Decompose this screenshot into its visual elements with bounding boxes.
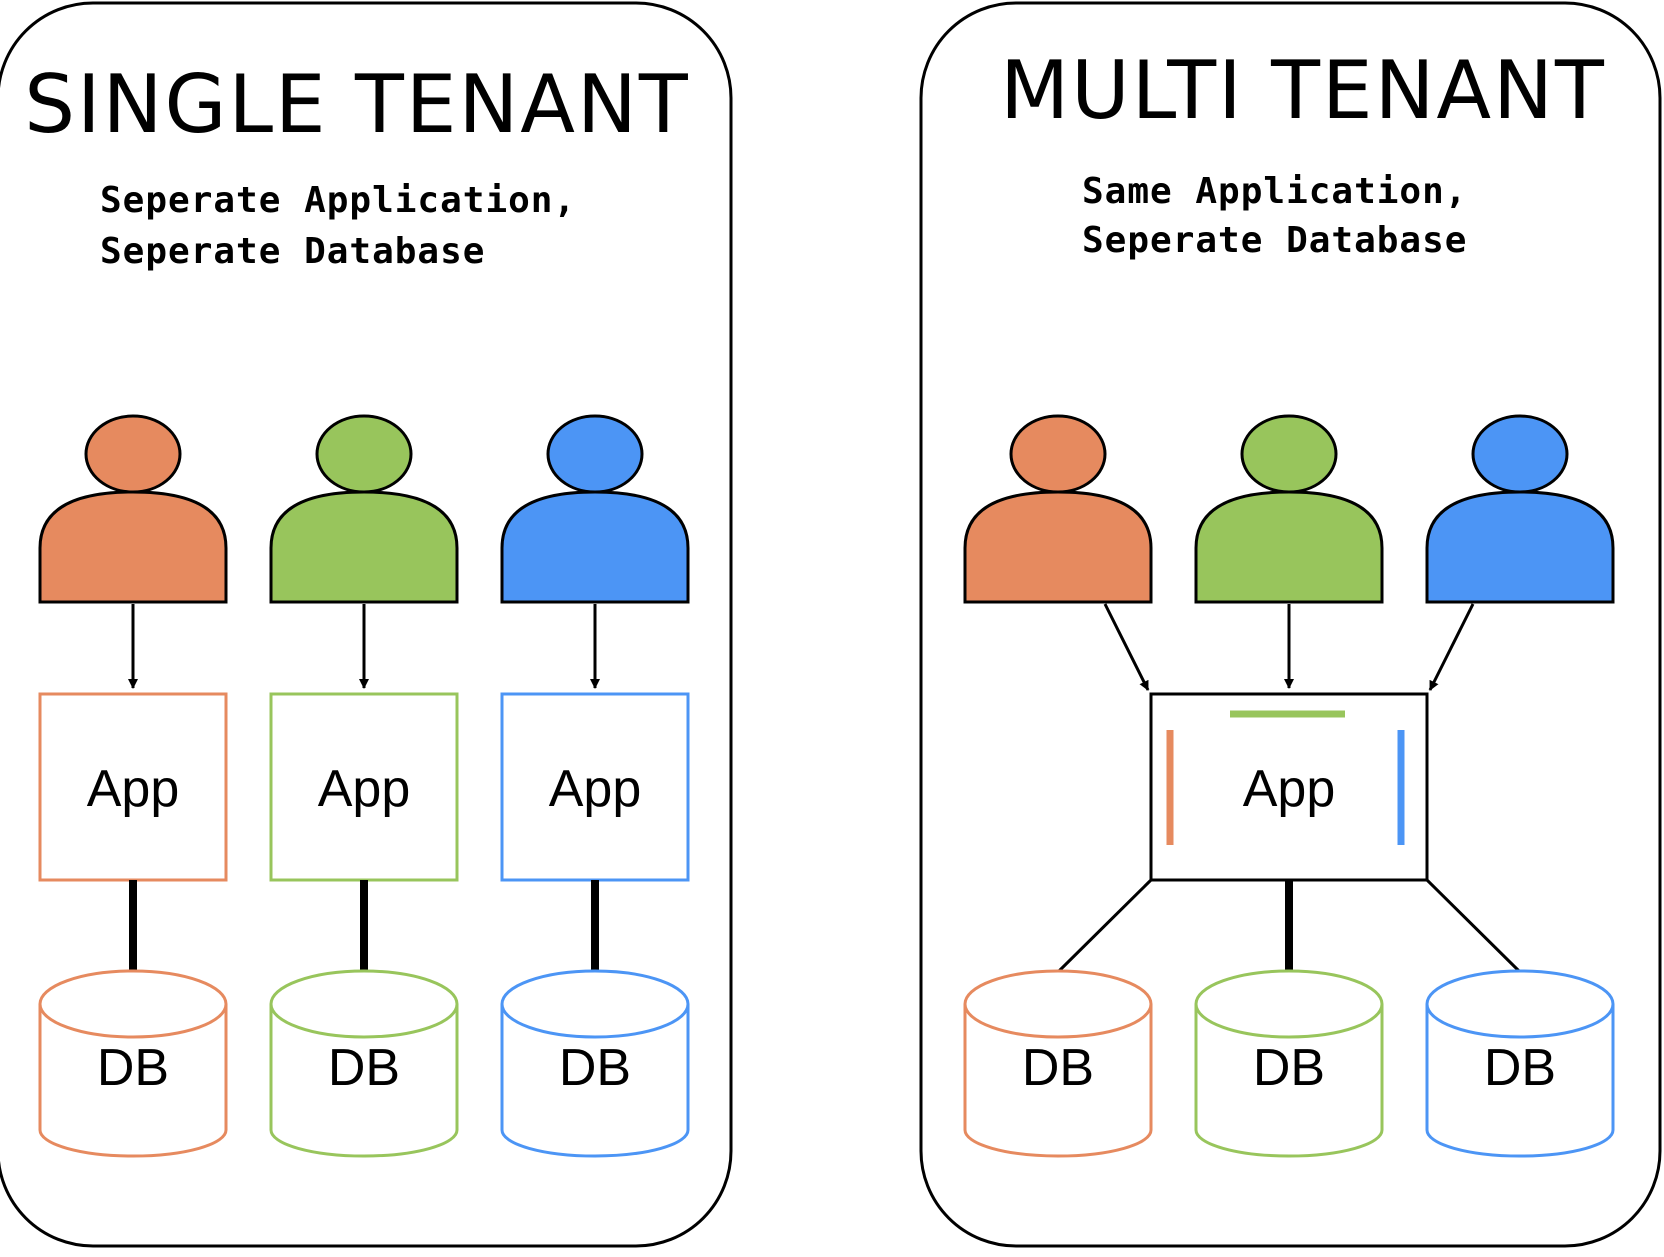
app-label: App <box>549 760 642 818</box>
user-icon <box>1194 414 1384 604</box>
database-icon: DB <box>500 969 690 1158</box>
arrow-user-to-app <box>1428 603 1475 691</box>
db-label: DB <box>1253 1039 1325 1097</box>
database-icon: DB <box>38 969 228 1158</box>
multi-tenant-subtitle-line-1: Same Application, <box>1082 171 1467 212</box>
app-box: App <box>269 692 459 882</box>
app-label: App <box>87 760 180 818</box>
connector-app-to-db <box>1425 878 1522 974</box>
multi-tenant-panel: MULTI TENANT Same Application, Seperate … <box>919 1 1662 1248</box>
db-label: DB <box>559 1039 631 1097</box>
user-icon <box>269 414 459 604</box>
db-label: DB <box>1022 1039 1094 1097</box>
connector-app-to-db <box>1056 878 1153 974</box>
database-icon: DB <box>963 969 1153 1158</box>
app-box: App <box>38 692 228 882</box>
arrow-user-to-app <box>1103 603 1150 691</box>
single-tenant-panel: SINGLE TENANT Seperate Application, Sepe… <box>0 1 733 1248</box>
database-icon: DB <box>1425 969 1615 1158</box>
app-box: App <box>500 692 690 882</box>
multi-tenant-subtitle-line-2: Seperate Database <box>1082 220 1467 261</box>
user-icon <box>500 414 690 604</box>
user-icon <box>38 414 228 604</box>
user-icon <box>963 414 1153 604</box>
database-icon: DB <box>269 969 459 1158</box>
database-icon: DB <box>1194 969 1384 1158</box>
db-label: DB <box>97 1039 169 1097</box>
multi-tenant-title: MULTI TENANT <box>1000 44 1606 137</box>
user-icon <box>1425 414 1615 604</box>
single-tenant-title: SINGLE TENANT <box>24 58 689 151</box>
shared-app-box: App <box>1149 692 1429 882</box>
single-tenant-subtitle-line-2: Seperate Database <box>100 231 485 272</box>
db-label: DB <box>328 1039 400 1097</box>
single-tenant-subtitle-line-1: Seperate Application, <box>100 180 576 221</box>
db-label: DB <box>1484 1039 1556 1097</box>
app-label: App <box>318 760 411 818</box>
app-label: App <box>1243 760 1336 818</box>
